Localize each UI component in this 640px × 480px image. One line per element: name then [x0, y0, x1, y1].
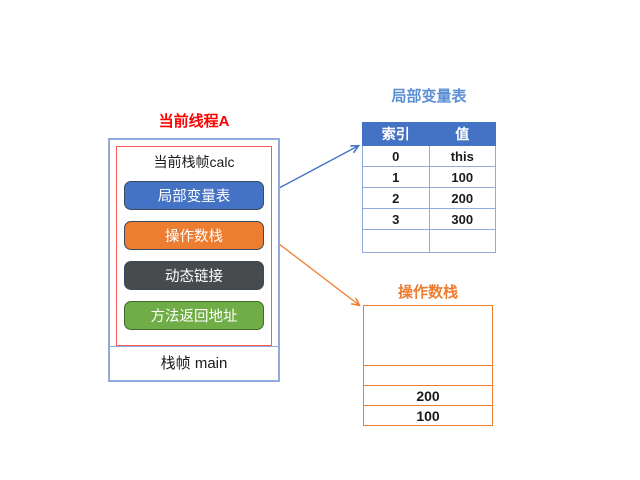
cell-index: 2 — [362, 187, 430, 209]
cell-value: 200 — [428, 187, 496, 209]
operand-slot-value: 100 — [364, 405, 492, 425]
table-row-empty — [362, 229, 496, 253]
table-row: 3 300 — [362, 208, 496, 230]
frame-component-method-return-address[interactable]: 方法返回地址 — [124, 301, 264, 330]
table-row: 0 this — [362, 145, 496, 167]
thread-title: 当前线程A — [158, 113, 230, 130]
cell-value: 300 — [428, 208, 496, 230]
operand-slot-empty-top — [364, 306, 492, 365]
operand-slot-value: 200 — [364, 385, 492, 405]
cell-value: 100 — [428, 166, 496, 188]
cell-index: 3 — [362, 208, 430, 230]
table-header-row: 索引 值 — [362, 122, 496, 146]
cell-index — [362, 229, 430, 253]
cell-index: 0 — [362, 145, 430, 167]
current-stack-frame-label: 当前栈帧calc — [153, 154, 235, 170]
column-header-value: 值 — [428, 122, 496, 146]
operand-stack-box: 200 100 — [363, 305, 493, 426]
cell-index: 1 — [362, 166, 430, 188]
frame-component-operand-stack[interactable]: 操作数栈 — [124, 221, 264, 250]
local-variable-table-title: 局部变量表 — [391, 88, 467, 105]
column-header-index: 索引 — [362, 122, 430, 146]
main-stack-frame-label: 栈帧 main — [160, 355, 228, 372]
main-frame-divider — [110, 346, 278, 347]
operand-stack-title: 操作数栈 — [397, 284, 458, 301]
local-variable-table: 索引 值 0 this 1 100 2 200 3 300 — [362, 122, 496, 253]
frame-component-local-variable-table[interactable]: 局部变量表 — [124, 181, 264, 210]
cell-value — [428, 229, 496, 253]
table-row: 1 100 — [362, 166, 496, 188]
table-row: 2 200 — [362, 187, 496, 209]
operand-slot-empty — [364, 365, 492, 385]
cell-value: this — [428, 145, 496, 167]
frame-component-dynamic-linking[interactable]: 动态链接 — [124, 261, 264, 290]
